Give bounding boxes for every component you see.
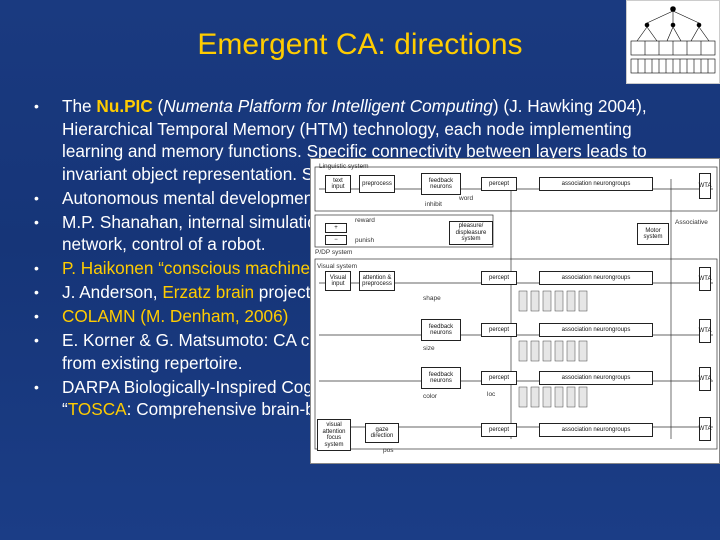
- box-percept-size: percept: [481, 323, 517, 337]
- bullet-text-part: Numenta Platform for Intelligent Computi…: [163, 96, 493, 116]
- box-plus: +: [325, 223, 347, 233]
- label-punish: punish: [355, 237, 375, 244]
- label-word: word: [459, 195, 474, 202]
- bullet-text-part: The: [62, 96, 97, 116]
- box-wta-4: WTA: [699, 367, 711, 391]
- box-association-shape: association neurongroups: [539, 271, 653, 285]
- bullet-item: • Autonomous mental development: [34, 187, 694, 210]
- network-thumbnail: [626, 0, 720, 84]
- box-percept: percept: [481, 177, 517, 191]
- bullet-text-part: Erzatz brain: [162, 282, 255, 302]
- label-visual-system: Visual system: [317, 263, 357, 270]
- bullet-marker: •: [34, 308, 39, 324]
- box-percept-pos: percept: [481, 423, 517, 437]
- label-pos: pos: [383, 447, 394, 454]
- bullet-marker: •: [34, 260, 39, 276]
- box-text-input: text input: [325, 175, 351, 193]
- architecture-diagram: Linguistic system text input preprocess …: [310, 158, 720, 464]
- label-shape: shape: [423, 295, 441, 302]
- bullet-marker: •: [34, 332, 39, 348]
- bullet-text-part: Autonomous mental development: [62, 187, 319, 208]
- box-motor-system: Motor system: [637, 223, 669, 245]
- slide-title: Emergent CA: directions: [197, 28, 523, 61]
- box-association-neurongroups: association neurongroups: [539, 177, 653, 191]
- box-wta-5: WTA: [699, 417, 711, 441]
- box-wta-3: WTA: [699, 319, 711, 343]
- bullet-item: • J. Anderson, Erzatz brain project.: [34, 281, 694, 304]
- label-size: size: [423, 345, 435, 352]
- box-association-pos: association neurongroups: [539, 423, 653, 437]
- box-feedback-color: feedback neurons: [421, 367, 461, 389]
- bullet-text-part: (: [152, 96, 164, 116]
- box-visual-input: Visual input: [325, 271, 351, 291]
- box-minus: −: [325, 235, 347, 245]
- box-preprocess: preprocess: [359, 175, 395, 193]
- box-wta-2: WTA: [699, 267, 711, 291]
- label-linguistic-system: Linguistic system: [319, 163, 369, 170]
- bullet-text-part: J. Anderson,: [62, 282, 163, 302]
- bullet-text-part: TOSCA: [67, 399, 127, 419]
- box-feedback-neurons: feedback neurons: [421, 173, 461, 195]
- label-loc: loc: [487, 391, 496, 398]
- box-attention-preprocess: attention & preprocess: [359, 271, 395, 291]
- label-inhibit: inhibit: [425, 201, 442, 208]
- bullet-marker: •: [34, 284, 39, 300]
- box-percept-shape: percept: [481, 271, 517, 285]
- bullet-text-part: Nu.PIC: [96, 96, 153, 116]
- box-percept-color: percept: [481, 371, 517, 385]
- bullet-marker: •: [34, 378, 39, 395]
- bullet-text-part: project.: [254, 282, 316, 302]
- label-pdp-system: P/DP system: [315, 249, 353, 256]
- bullet-marker: •: [34, 189, 39, 206]
- box-association-color: association neurongroups: [539, 371, 653, 385]
- label-reward: reward: [355, 217, 375, 224]
- box-association-size: association neurongroups: [539, 323, 653, 337]
- box-feedback-size: feedback neurons: [421, 319, 461, 341]
- label-color: color: [423, 393, 438, 400]
- box-wta: WTA: [699, 173, 711, 199]
- bullet-marker: •: [34, 98, 39, 114]
- box-visual-attention-focus: visual attention focus system: [317, 419, 351, 451]
- label-associative: Associative: [675, 219, 708, 226]
- box-gaze-direction: gaze direction: [365, 423, 399, 443]
- box-pleasure-system: pleasure/ displeasure system: [449, 221, 493, 245]
- bullet-item: • COLAMN (M. Denham, 2006): [34, 305, 694, 328]
- bullet-marker: •: [34, 213, 39, 230]
- bullet-text-part: COLAMN (M. Denham, 2006): [62, 306, 289, 326]
